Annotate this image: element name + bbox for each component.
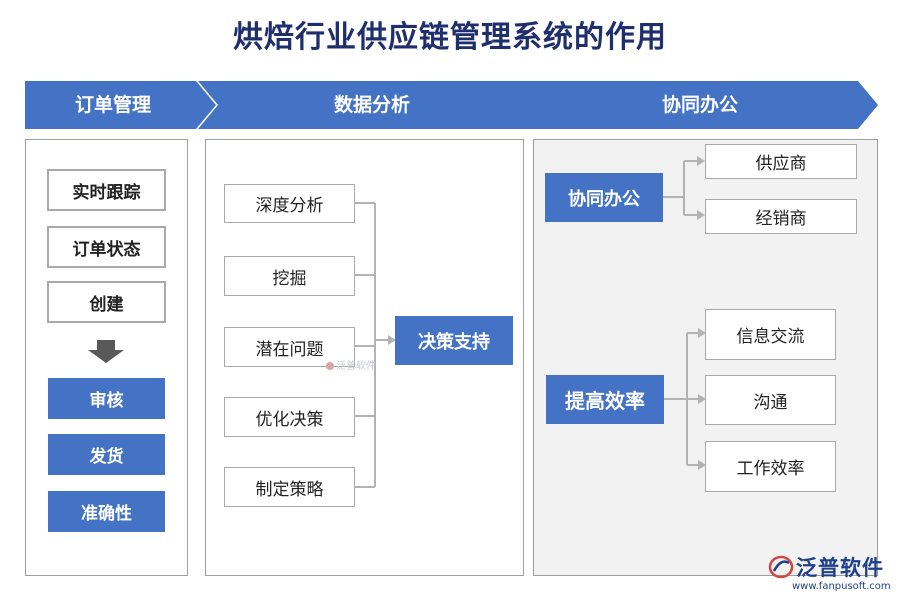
collab-hub-collaboration: 协同办公: [545, 173, 663, 222]
banner-shape-analysis: [198, 81, 547, 129]
banner-shape-order: [25, 81, 216, 129]
banner-data-analysis: 数据分析: [333, 94, 410, 116]
brand-logo-url: www.fanpusoft.com: [792, 581, 891, 592]
collab-item-work-efficiency: 工作效率: [705, 441, 836, 492]
page-title: 烘焙行业供应链管理系统的作用: [233, 20, 667, 55]
watermark-logo-icon: [326, 362, 334, 370]
order-result-accuracy: 准确性: [48, 491, 165, 532]
brand-logo: 泛普软件 www.fanpusoft.com: [768, 552, 896, 596]
collab-item-distributor: 经销商: [705, 199, 857, 234]
collab-item-info-exchange: 信息交流: [705, 309, 836, 360]
analysis-item-make-strategy: 制定策略: [224, 467, 355, 507]
watermark-text: 泛普软件: [336, 361, 376, 372]
collab-item-communication: 沟通: [705, 375, 836, 425]
watermark-small: 泛普软件: [326, 357, 376, 372]
banner-collaboration: 协同办公: [661, 94, 738, 116]
brand-logo-icon: [768, 555, 794, 579]
order-step-order-status: 订单状态: [47, 226, 166, 268]
banner-order-management: 订单管理: [74, 94, 151, 116]
order-step-create: 创建: [47, 281, 166, 323]
analysis-item-mining: 挖掘: [224, 256, 355, 296]
order-result-review: 审核: [48, 378, 165, 419]
banner-shape-collab: [523, 81, 878, 129]
analysis-item-potential-issues: 潜在问题: [224, 327, 355, 367]
order-result-shipping: 发货: [48, 434, 165, 475]
collab-hub-improve-efficiency: 提高效率: [546, 375, 664, 424]
analysis-item-optimize-decisions: 优化决策: [224, 397, 355, 437]
brand-logo-name: 泛普软件: [796, 556, 884, 580]
collab-item-supplier: 供应商: [705, 144, 857, 179]
analysis-target-decision-support: 决策支持: [395, 316, 513, 365]
order-step-realtime-tracking: 实时跟踪: [47, 169, 166, 211]
analysis-item-deep-analysis: 深度分析: [224, 184, 355, 223]
